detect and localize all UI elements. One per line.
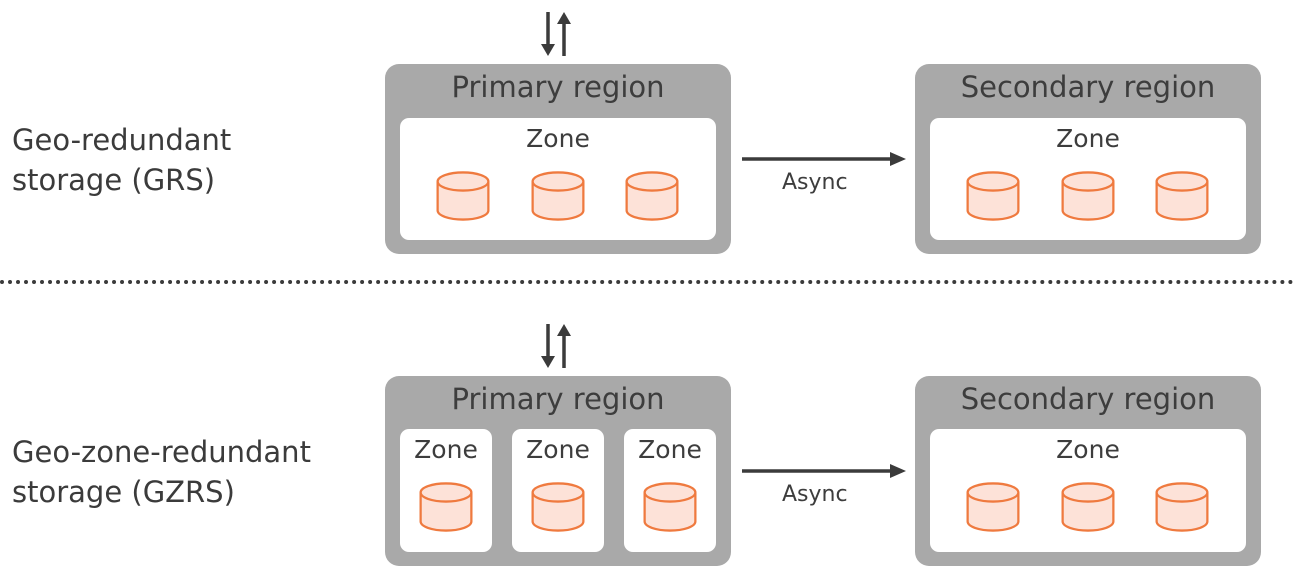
grs-secondary-region: Secondary region Zone [915,64,1261,254]
zone-box: Zone [930,118,1246,240]
gzrs-label: Geo-zone-redundant storage (GZRS) [12,432,311,512]
region-title: Secondary region [960,70,1216,104]
zone-box: Zone [400,429,492,552]
async-label: Async [782,170,848,195]
zone-box: Zone [930,429,1246,552]
zone-label: Zone [638,435,702,464]
gzrs-secondary-region: Secondary region Zone [915,376,1261,566]
database-icon [1059,168,1117,224]
database-icon [623,168,681,224]
grs-label-line2: storage (GRS) [12,163,216,197]
zone-label: Zone [1056,435,1120,464]
dotted-divider [0,280,1294,284]
database-icon [434,168,492,224]
database-icon [529,479,587,535]
grs-primary-region: Primary region Zone [385,64,731,254]
database-icon [964,479,1022,535]
database-icon [964,168,1022,224]
gzrs-label-line2: storage (GZRS) [12,475,235,509]
up-down-arrows-icon [536,10,576,58]
async-arrow-icon [742,464,906,478]
database-icon [1153,479,1211,535]
gzrs-primary-region: Primary region Zone Zone Zone [385,376,731,566]
zone-label: Zone [526,124,590,153]
zone-box: Zone [400,118,716,240]
async-arrow-icon [742,152,906,166]
gzrs-label-line1: Geo-zone-redundant [12,435,311,469]
zone-label: Zone [1056,124,1120,153]
zone-box: Zone [512,429,604,552]
zone-label: Zone [414,435,478,464]
database-icon [417,479,475,535]
region-title: Primary region [451,382,665,416]
zone-label: Zone [526,435,590,464]
region-title: Secondary region [960,382,1216,416]
grs-label-line1: Geo-redundant [12,123,232,157]
region-title: Primary region [451,70,665,104]
up-down-arrows-icon [536,322,576,370]
grs-label: Geo-redundant storage (GRS) [12,120,231,200]
zone-box: Zone [624,429,716,552]
database-icon [1153,168,1211,224]
database-icon [641,479,699,535]
database-icon [529,168,587,224]
async-label: Async [782,482,848,507]
database-icon [1059,479,1117,535]
